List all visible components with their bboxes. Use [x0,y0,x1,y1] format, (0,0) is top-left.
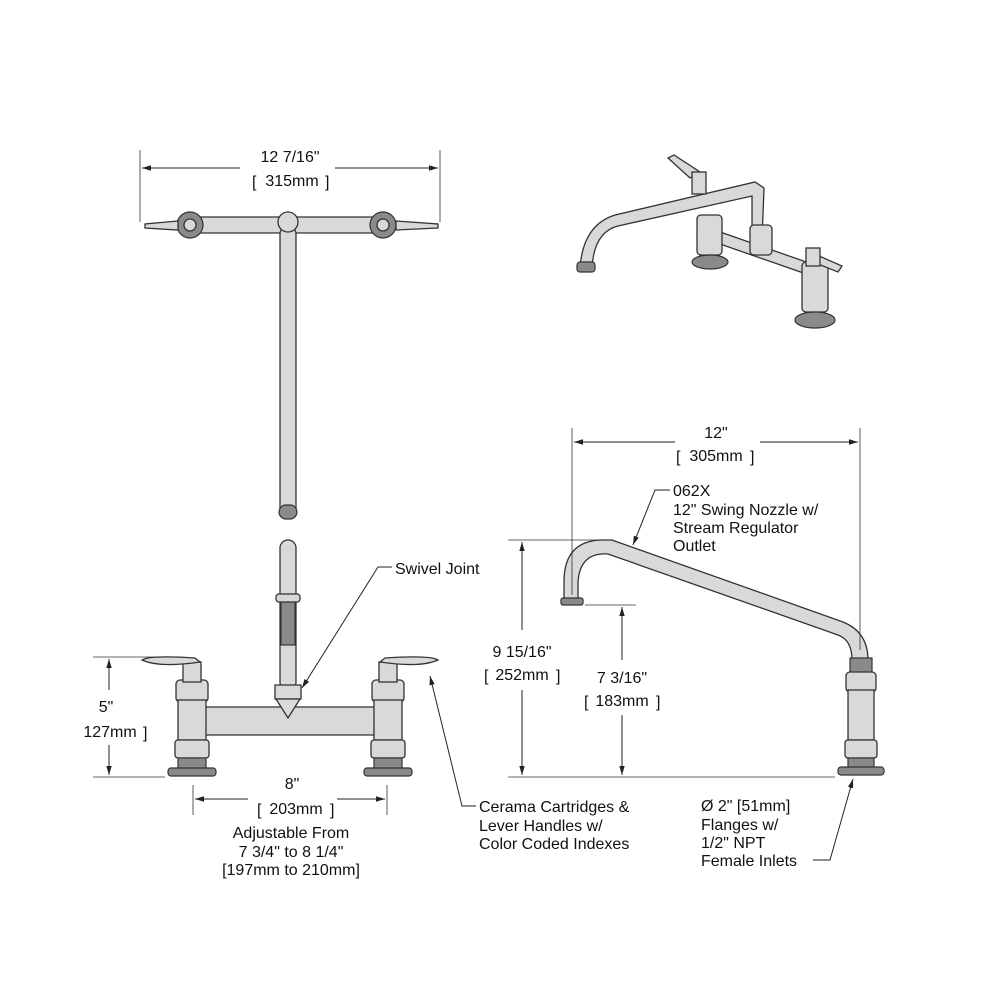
bracket-right: ] [325,174,329,191]
bracket-right: ] [656,694,660,711]
left-valve-front [140,656,217,777]
flange-line-1: Ø 2" [51mm] [701,798,790,815]
left-lever-handle [140,656,202,666]
bracket-left: [ [676,449,681,466]
total-height-inches: 9 15/16" [492,644,551,661]
flange-line-3: 1/2" NPT [701,835,766,852]
top-width-mm: 315mm [265,173,318,190]
reach-mm: 305mm [689,448,742,465]
bracket-right: ] [556,668,560,685]
right-lever-handle [378,656,440,666]
front-view: 5" 127mm ] 8" [ 203mm ] Adjustable From … [83,539,630,879]
swing-nozzle [563,539,869,661]
bracket-right: ] [330,802,334,819]
outlet-height-mm: 183mm [595,693,648,710]
left-handle-top [144,220,179,231]
bracket-right: ] [750,449,754,466]
nozzle-line-4: Outlet [673,538,716,555]
bracket-left: [ [252,174,257,191]
top-spout [279,225,297,517]
height-inches: 5" [99,699,114,716]
adjustable-line-2: 7 3/4" to 8 1/4" [239,844,344,861]
cartridge-line-3: Color Coded Indexes [479,836,629,853]
top-width-inches: 12 7/16" [260,149,319,166]
outlet-height-inches: 7 3/16" [597,670,647,687]
adjustable-line-1: Adjustable From [233,825,350,842]
isometric-view [576,154,843,329]
cartridge-line-1: Cerama Cartridges & [479,799,630,816]
nozzle-line-3: Stream Regulator [673,520,799,537]
height-mm: 127mm [83,724,136,741]
spacing-mm: 203mm [269,801,322,818]
right-valve-front [363,656,440,777]
bracket-left: [ [257,802,262,819]
adjustable-line-3: [197mm to 210mm] [222,862,360,879]
reach-inches: 12" [704,425,727,442]
bracket-right: ] [143,725,147,742]
top-view: 12 7/16" [ 315mm ] [139,149,441,520]
right-handle-top [395,220,439,231]
swivel-joint-label: Swivel Joint [395,561,480,578]
nozzle-line-2: 12" Swing Nozzle w/ [673,502,819,519]
spacing-inches: 8" [285,776,300,793]
flange-line-4: Female Inlets [701,853,797,870]
nozzle-line-1: 062X [673,483,711,500]
cartridge-line-2: Lever Handles w/ [479,818,603,835]
bracket-left: [ [584,694,589,711]
flange-line-2: Flanges w/ [701,817,779,834]
total-height-mm: 252mm [495,667,548,684]
side-view: 12" [ 305mm ] 062X 12" Swing Nozzle w/ S… [484,425,885,870]
bracket-left: [ [484,668,489,685]
